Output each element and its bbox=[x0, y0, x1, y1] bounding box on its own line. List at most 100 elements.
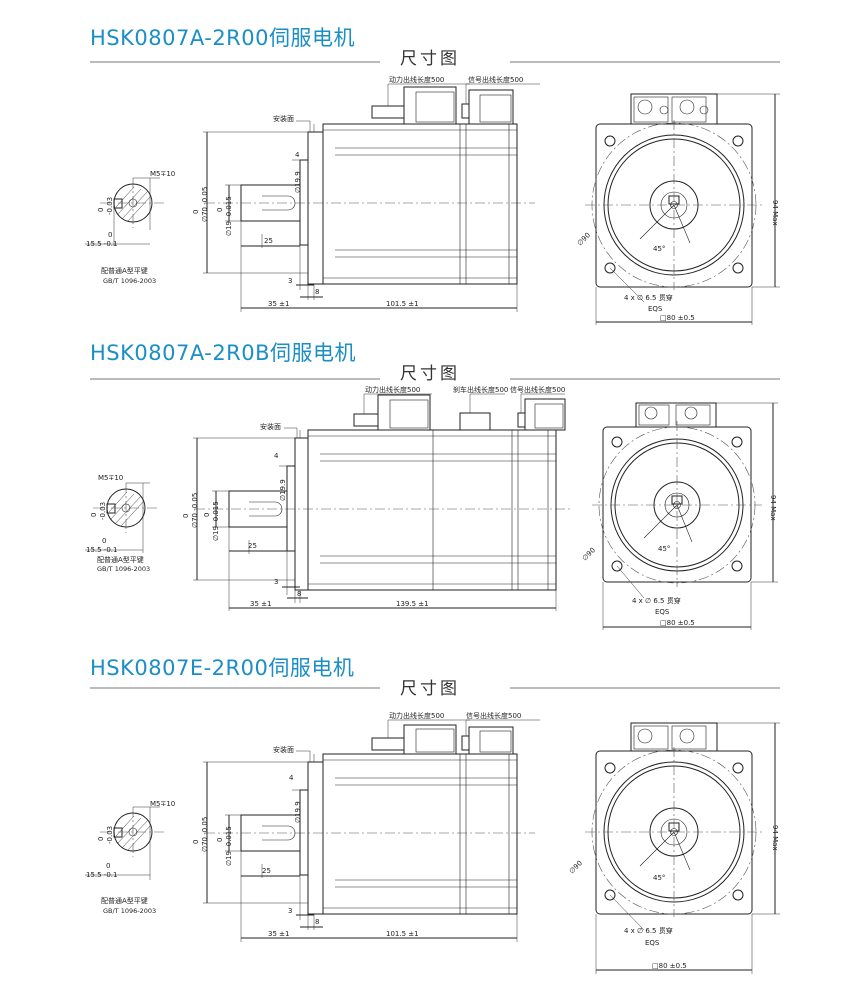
angle-label: 45° bbox=[653, 874, 665, 882]
pilot-dia-zero: 0 bbox=[192, 210, 200, 214]
flange-size-label: □80 ±0.5 bbox=[660, 314, 695, 322]
key-height-zero: 0 bbox=[108, 231, 112, 239]
dim-25-label: 25 bbox=[262, 867, 271, 875]
dim-25-label: 25 bbox=[248, 542, 257, 550]
pilot-dia-zero: 0 bbox=[192, 840, 200, 844]
dim-3-label: 3 bbox=[288, 907, 292, 915]
cable-label-signal: 信号出线长度500 bbox=[466, 711, 521, 720]
angle-label: 45° bbox=[658, 545, 670, 553]
angle-label: 45° bbox=[653, 245, 665, 253]
key-height-zero: 0 bbox=[106, 862, 110, 870]
key-height-label: 15.5 -0.1 bbox=[86, 546, 117, 554]
key-note: 配普通A型平键 bbox=[101, 266, 148, 275]
key-section-view: M5∓10 0 -0.03 0 15.5 -0.1 配普通A型平键 GB/T 1… bbox=[85, 800, 175, 915]
dimension-drawing: M5∓10 0 -0.03 0 15.5 -0.1 配普通A型平键 GB/T 1… bbox=[85, 378, 780, 630]
key-depth-zero: 0 bbox=[90, 513, 98, 517]
section-subtitle: 尺寸图 bbox=[400, 679, 460, 699]
dim-35-label: 35 ±1 bbox=[268, 300, 289, 308]
dim-8-label: 8 bbox=[297, 590, 301, 598]
section-title: HSK0807A-2R0B伺服电机 bbox=[90, 341, 357, 365]
cable-label-brake: 刹车出线长度500 bbox=[453, 385, 508, 394]
mount-face-label: 安装面 bbox=[260, 422, 281, 431]
drawing-section-2: HSK0807A-2R0B伺服电机 尺寸图 M5∓10 0 -0.03 0 15… bbox=[0, 315, 862, 640]
shaft-dia-zero: 0 bbox=[203, 513, 211, 517]
eqs-label: EQS bbox=[648, 305, 663, 313]
key-standard: GB/T 1096-2003 bbox=[103, 907, 156, 915]
key-depth-zero: 0 bbox=[97, 208, 105, 212]
height-max-label: 94 Max bbox=[769, 495, 777, 521]
side-view: 动力出线长度500 信号出线长度500 安装面 0 ∅70 -0.05 0 ∅1… bbox=[192, 75, 540, 312]
key-top-dia-label: ∅19.9 bbox=[294, 171, 302, 193]
cable-label-power: 动力出线长度500 bbox=[389, 711, 444, 720]
eqs-label: EQS bbox=[655, 608, 670, 616]
dim-4-label: 4 bbox=[295, 151, 300, 159]
key-note: 配普通A型平键 bbox=[97, 555, 144, 564]
section-subtitle: 尺寸图 bbox=[400, 364, 460, 384]
shaft-dia-label: ∅19 -0.015 bbox=[225, 826, 233, 866]
pilot-dia-label: ∅70 -0.05 bbox=[191, 493, 199, 528]
dim-8-label: 8 bbox=[315, 918, 319, 926]
dim-35-label: 35 ±1 bbox=[268, 930, 289, 938]
key-height-zero: 0 bbox=[102, 537, 106, 545]
pilot-dia-label: ∅70 -0.05 bbox=[201, 817, 209, 852]
dim-body-label: 139.5 ±1 bbox=[396, 600, 429, 608]
bolt-circle-label: ∅90 bbox=[576, 231, 592, 247]
key-section-view: M5∓10 0 -0.03 0 15.5 -0.1 配普通A型平键 GB/T 1… bbox=[85, 170, 175, 285]
key-top-dia-label: ∅19.9 bbox=[294, 801, 302, 823]
holes-label: 4 x ∅ 6.5 贯穿 bbox=[624, 926, 673, 935]
shaft-dia-label: ∅19 -0.015 bbox=[212, 501, 220, 541]
key-standard: GB/T 1096-2003 bbox=[103, 277, 156, 285]
flange-size-label: □80 ±0.5 bbox=[652, 962, 687, 970]
cable-label-power: 动力出线长度500 bbox=[389, 75, 444, 84]
cable-label-power: 动力出线长度500 bbox=[365, 385, 420, 394]
drawing-section-1: HSK0807A-2R00伺服电机 尺寸图 M5∓10 0 -0.03 0 15… bbox=[0, 0, 862, 325]
front-view: 45° ∅90 4 x ∅ 6.5 贯穿 EQS □80 ±0.5 94 Max bbox=[576, 93, 780, 325]
shaft-dia-zero: 0 bbox=[216, 838, 224, 842]
bolt-circle-label: ∅90 bbox=[568, 859, 584, 875]
section-subtitle: 尺寸图 bbox=[400, 49, 460, 69]
front-view: 45° ∅90 4 x ∅ 6.5 贯穿 EQS □80 ±0.5 94 Max bbox=[581, 402, 778, 630]
key-note: 配普通A型平键 bbox=[101, 896, 148, 905]
side-view: 动力出线长度500 信号出线长度500 安装面 0 ∅70 -0.05 0 ∅1… bbox=[192, 711, 540, 942]
bolt-circle-label: ∅90 bbox=[581, 546, 597, 562]
side-view: 动力出线长度500 刹车出线长度500 信号出线长度500 安装面 0 ∅70 … bbox=[182, 385, 570, 611]
holes-label: 4 x ∅ 6.5 贯穿 bbox=[632, 596, 681, 605]
dimension-drawing: M5∓10 0 -0.03 0 15.5 -0.1 配普通A型平键 GB/T 1… bbox=[85, 687, 780, 974]
mount-face-label: 安装面 bbox=[273, 745, 294, 754]
eqs-label: EQS bbox=[645, 939, 660, 947]
pilot-dia-zero: 0 bbox=[182, 514, 190, 518]
dim-25-label: 25 bbox=[264, 237, 273, 245]
dimension-drawing: M5∓10 0 -0.03 0 15.5 -0.1 配普通A型平键 GB/T 1… bbox=[85, 61, 780, 325]
pilot-dia-label: ∅70 -0.05 bbox=[201, 187, 209, 222]
cable-label-signal: 信号出线长度500 bbox=[468, 75, 523, 84]
key-standard: GB/T 1096-2003 bbox=[97, 565, 150, 573]
drawing-section-3: HSK0807E-2R00伺服电机 尺寸图 M5∓10 0 -0.03 0 15… bbox=[0, 630, 862, 974]
key-depth-label: -0.03 bbox=[106, 826, 114, 844]
flange-size-label: □80 ±0.5 bbox=[660, 619, 695, 627]
key-height-label: 15.5 -0.1 bbox=[86, 871, 117, 879]
dim-8-label: 8 bbox=[315, 288, 319, 296]
section-title: HSK0807E-2R00伺服电机 bbox=[90, 656, 355, 680]
dim-3-label: 3 bbox=[274, 578, 278, 586]
shaft-dia-zero: 0 bbox=[216, 208, 224, 212]
key-top-dia-label: ∅19.9 bbox=[279, 479, 287, 501]
dim-3-label: 3 bbox=[288, 277, 292, 285]
key-depth-label: -0.03 bbox=[106, 197, 114, 215]
key-depth-zero: 0 bbox=[97, 837, 105, 841]
dim-4-label: 4 bbox=[274, 452, 279, 460]
height-max-label: 94 Max bbox=[771, 825, 779, 851]
key-section-view: M5∓10 0 -0.03 0 15.5 -0.1 配普通A型平键 GB/T 1… bbox=[85, 474, 158, 573]
mount-face-label: 安装面 bbox=[273, 114, 294, 123]
key-thread-label: M5∓10 bbox=[150, 170, 175, 178]
key-height-label: 15.5 -0.1 bbox=[86, 240, 117, 248]
holes-label: 4 x ∅ 6.5 贯穿 bbox=[624, 293, 673, 302]
cable-label-signal: 信号出线长度500 bbox=[510, 385, 565, 394]
dim-body-label: 101.5 ±1 bbox=[386, 300, 419, 308]
key-depth-label: -0.03 bbox=[99, 502, 107, 520]
height-max-label: 94 Max bbox=[771, 200, 779, 226]
key-thread-label: M5∓10 bbox=[98, 474, 123, 482]
front-view: 45° ∅90 4 x ∅ 6.5 贯穿 EQS □80 ±0.5 94 Max bbox=[568, 722, 780, 974]
dim-body-label: 101.5 ±1 bbox=[386, 930, 419, 938]
dim-4-label: 4 bbox=[289, 774, 294, 782]
section-title: HSK0807A-2R00伺服电机 bbox=[90, 26, 355, 50]
